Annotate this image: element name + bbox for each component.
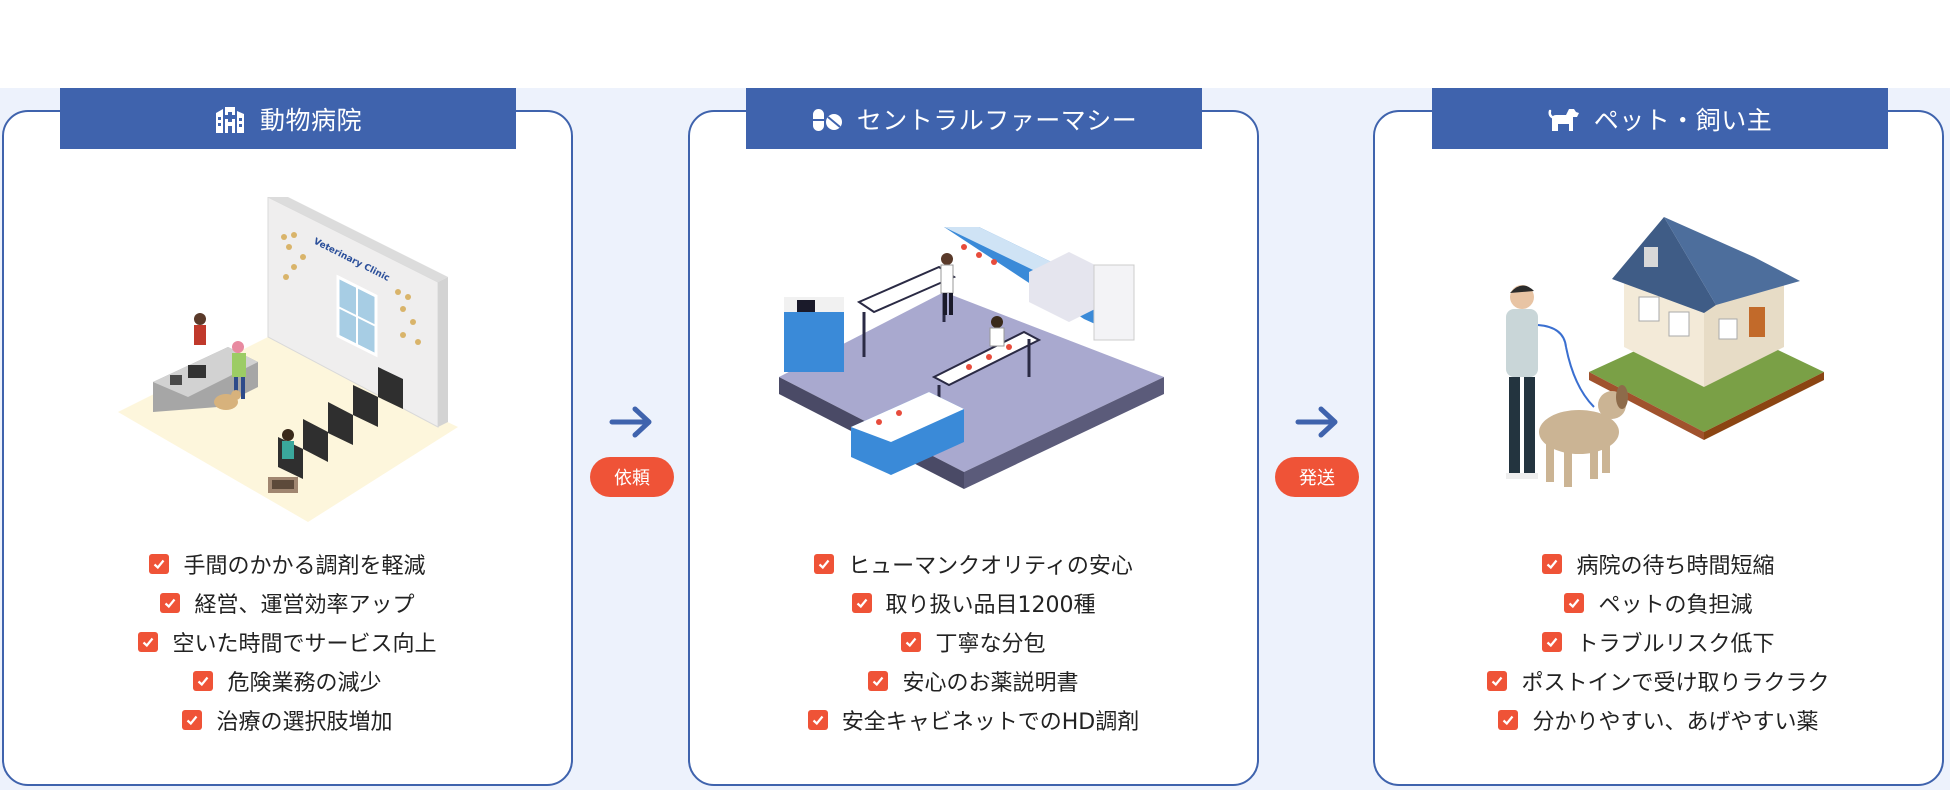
checkbox-icon [149,553,170,574]
list-item-text: 取り扱い品目1200種 [885,592,1096,618]
owner-walking-dog-illustration [1505,217,1824,487]
list-item: 病院の待ち時間短縮 [1542,544,1775,583]
benefits-list: 手間のかかる調剤を軽減 経営、運営効率アップ 空いた時間でサービス向上 危険業務… [4,544,571,739]
list-item: 危険業務の減少 [193,661,382,700]
list-item: 丁寧な分包 [901,622,1046,661]
benefits-list: 病院の待ち時間短縮 ペットの負担減 トラブルリスク低下 ポストインで受け取りラク… [1375,544,1942,739]
list-item-text: 空いた時間でサービス向上 [172,631,437,657]
list-item-text: 治療の選択肢増加 [216,709,393,735]
flow-label-shipping: 発送 [1275,457,1359,497]
list-item: ペットの負担減 [1564,583,1753,622]
card-title: セントラルファーマシー [856,105,1138,135]
checkbox-icon [1564,592,1585,613]
card-pet-owner: 病院の待ち時間短縮 ペットの負担減 トラブルリスク低下 ポストインで受け取りラク… [1373,110,1944,786]
card-title: ペット・飼い主 [1593,105,1773,135]
card-veterinary-hospital: Veterinary Clinic 手間のかかる調剤を軽減 経営、運営効率アップ… [2,110,573,786]
flow-label-request: 依頼 [590,457,674,497]
list-item-text: 手間のかかる調剤を軽減 [183,553,426,579]
benefits-list: ヒューマンクオリティの安心 取り扱い品目1200種 丁寧な分包 安心のお薬説明書… [690,544,1257,739]
pharmacy-lab-illustration [778,227,1164,489]
card-title: 動物病院 [259,105,362,135]
checkbox-icon [1542,553,1563,574]
list-item-text: ペットの負担減 [1598,592,1753,618]
dog-icon [1548,103,1580,135]
list-item: 治療の選択肢増加 [182,700,393,739]
list-item-text: 危険業務の減少 [227,670,382,696]
list-item: 空いた時間でサービス向上 [138,622,437,661]
list-item-text: 経営、運営効率アップ [194,592,415,618]
checkbox-icon [868,670,889,691]
checkbox-icon [1498,709,1519,730]
checkbox-icon [193,670,214,691]
list-item-text: ポストインで受け取りラクラク [1521,670,1830,696]
list-item: ヒューマンクオリティの安心 [814,544,1133,583]
card-header-central-pharmacy: セントラルファーマシー [746,88,1202,149]
checkbox-icon [182,709,203,730]
list-item: 分かりやすい、あげやすい薬 [1498,700,1819,739]
veterinary-clinic-illustration: Veterinary Clinic [117,197,458,522]
list-item: トラブルリスク低下 [1542,622,1775,661]
checkbox-icon [901,631,922,652]
list-item: 手間のかかる調剤を軽減 [149,544,426,583]
list-item-text: 病院の待ち時間短縮 [1576,553,1775,579]
list-item-text: 安心のお薬説明書 [902,670,1079,696]
list-item: 取り扱い品目1200種 [851,583,1096,622]
list-item-text: ヒューマンクオリティの安心 [848,553,1133,579]
card-header-pet-owner: ペット・飼い主 [1432,88,1888,149]
list-item: 安心のお薬説明書 [868,661,1079,700]
checkbox-icon [1487,670,1508,691]
hospital-building-icon [214,103,246,135]
list-item: 安全キャビネットでのHD調剤 [807,700,1140,739]
checkbox-icon [138,631,159,652]
list-item-text: 分かりやすい、あげやすい薬 [1532,709,1819,735]
arrow-right-icon [1295,406,1338,438]
list-item: 経営、運営効率アップ [160,583,415,622]
checkbox-icon [1542,631,1563,652]
checkbox-icon [814,553,835,574]
card-central-pharmacy: ヒューマンクオリティの安心 取り扱い品目1200種 丁寧な分包 安心のお薬説明書… [688,110,1259,786]
list-item-text: トラブルリスク低下 [1576,631,1775,657]
checkbox-icon [160,592,181,613]
arrow-right-icon [609,406,652,438]
pills-icon [811,103,843,135]
checkbox-icon [807,709,828,730]
list-item: ポストインで受け取りラクラク [1487,661,1830,700]
list-item-text: 安全キャビネットでのHD調剤 [841,709,1140,735]
checkbox-icon [851,592,872,613]
card-header-veterinary-hospital: 動物病院 [60,88,516,149]
list-item-text: 丁寧な分包 [935,631,1046,657]
